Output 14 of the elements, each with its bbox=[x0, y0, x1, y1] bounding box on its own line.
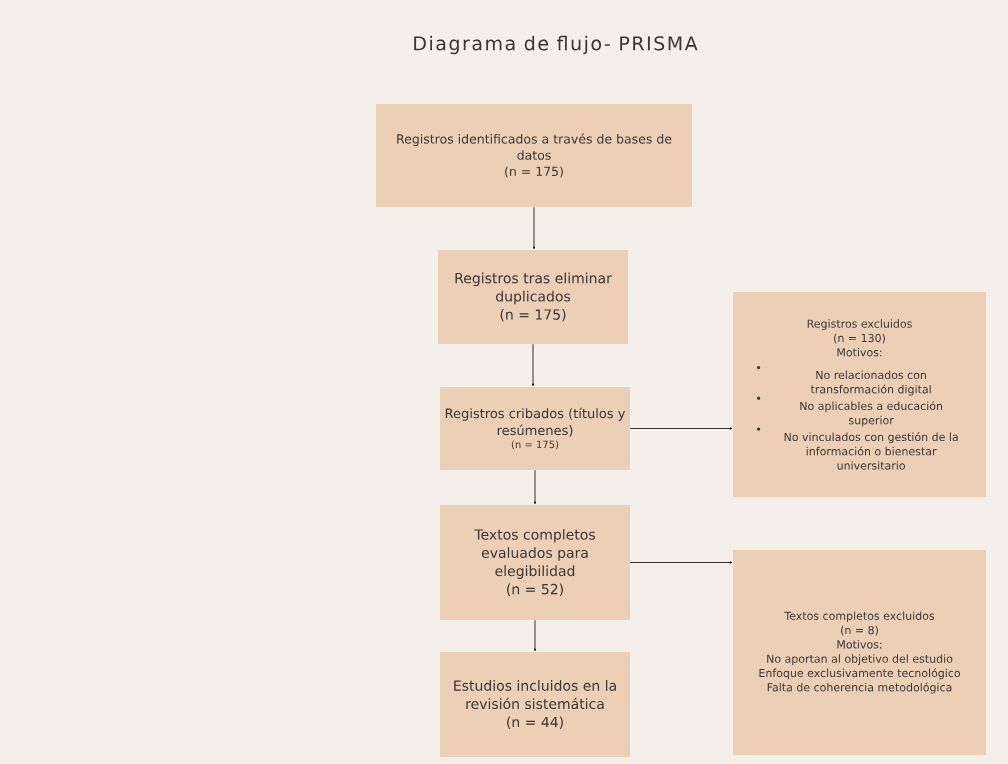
process-box: Textos completos evaluados para elegibilidad (n = 52) bbox=[440, 505, 630, 620]
arrow bbox=[533, 469, 537, 505]
arrow bbox=[531, 343, 535, 387]
arrow bbox=[533, 619, 537, 652]
process-box: Registros identificados a través de bases de datos (n = 175) bbox=[376, 104, 692, 207]
process-box: Registros tras eliminar duplicados (n = 175) bbox=[438, 250, 628, 344]
title: Diagrama de flujo- PRISMA bbox=[414, 35, 698, 55]
arrow bbox=[629, 561, 733, 564]
arrow bbox=[629, 427, 733, 430]
process-box: Registros cribados (títulos y resúmenes) (n = 175) bbox=[440, 387, 630, 470]
arrow bbox=[532, 206, 536, 250]
process-box: Registros excluidos (n = 130) Motivos: No relacionados con transformación digital No aplicables a educación superior No vinculados con gestión de la información o bienestar universitario bbox=[733, 292, 986, 497]
process-box: Textos completos excluidos (n = 8) Motivos: No aportan al objetivo del estudio Enfoque exclusivamente tecnológico Falta de coherencia metodológica bbox=[733, 550, 986, 755]
process-box: Estudios incluidos en la revisión sistemática (n = 44) bbox=[440, 652, 630, 757]
